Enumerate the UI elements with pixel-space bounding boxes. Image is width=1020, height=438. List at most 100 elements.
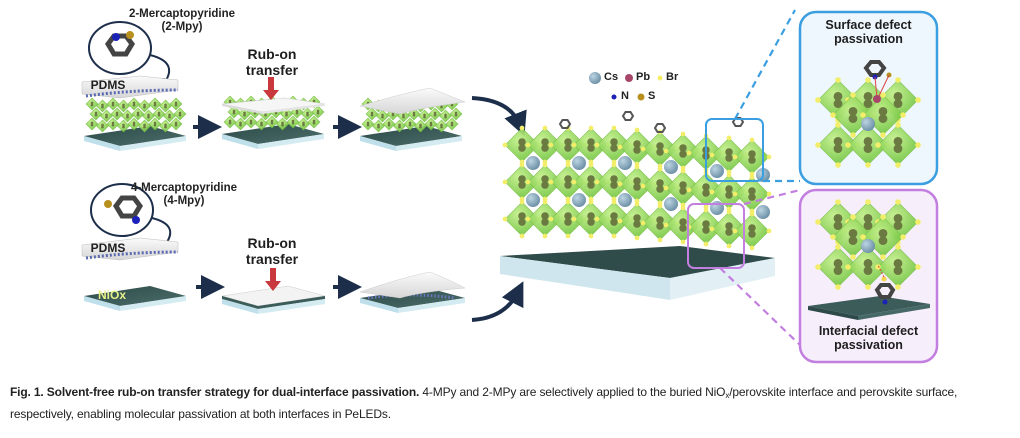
step-label-line2: transfer <box>245 251 299 268</box>
octahedron <box>548 199 588 239</box>
octahedron <box>110 107 124 121</box>
octahedron <box>307 115 321 129</box>
inset-substrate <box>808 296 930 320</box>
octahedron <box>244 115 258 129</box>
octahedron <box>255 117 268 131</box>
step-label-line1: Rub-on <box>247 46 297 62</box>
caption-text-1: 4-MPy and 2-MPy are selectively applied … <box>419 385 726 399</box>
octahedron <box>428 107 442 121</box>
octahedron <box>435 119 448 133</box>
step-label-line1: Rub-on <box>247 235 297 251</box>
caption-subscript: x <box>725 391 730 400</box>
octahedron <box>361 117 375 131</box>
octahedron <box>169 117 183 131</box>
cs-atom <box>664 197 678 211</box>
octahedron <box>148 97 162 111</box>
molecule-abbrev: (4-Mpy) <box>163 195 205 208</box>
pyridine-ring-icon <box>104 195 144 224</box>
octahedron <box>311 105 325 119</box>
cs-atom <box>618 193 632 207</box>
octahedron <box>297 117 310 131</box>
cs-atom <box>618 156 632 170</box>
cs-atom <box>710 164 724 178</box>
rub-on-transfer-label-bottom: Rub-on transfer <box>236 235 308 267</box>
octahedron <box>414 119 427 133</box>
cs-atom <box>756 205 770 219</box>
cs-atom <box>572 193 586 207</box>
pyridine-ring-icon <box>863 60 892 99</box>
zoom-connector-line <box>734 9 796 120</box>
octahedron <box>617 164 657 204</box>
octahedron <box>663 205 703 245</box>
cs-atom <box>526 156 540 170</box>
zoom-connector-line <box>743 188 801 206</box>
octahedron <box>265 115 279 129</box>
octahedron <box>709 172 749 212</box>
octahedron <box>106 117 120 131</box>
caption-title: Fig. 1. Solvent-free rub-on transfer str… <box>10 385 420 399</box>
octahedron <box>875 122 921 168</box>
octahedron <box>709 135 749 175</box>
octahedron <box>372 119 385 133</box>
step-label-line2: transfer <box>245 62 299 79</box>
caption-text-2: /perovskite interface and perovskite sur… <box>10 385 958 421</box>
surface-zoom-box <box>705 118 764 182</box>
inset-title-line2: passivation <box>834 32 903 47</box>
octahedron <box>148 117 162 131</box>
octahedron <box>382 117 396 131</box>
octahedron <box>276 117 289 131</box>
octahedron <box>286 115 300 129</box>
inset-title-line2: passivation <box>834 338 903 353</box>
octahedron <box>439 109 452 123</box>
octahedron <box>117 119 130 133</box>
pyridine-molecule-icon <box>558 119 572 129</box>
octahedron <box>96 119 109 133</box>
octahedron <box>117 99 130 113</box>
zoom-connector-line <box>719 267 801 346</box>
perovskite-lattice <box>502 111 772 251</box>
perovskite-film-1 <box>84 97 187 151</box>
bottom-row-process <box>81 183 524 322</box>
atom-legend <box>589 72 663 101</box>
legend-swatch-br <box>657 75 663 81</box>
niox-substrate-with-molecules <box>359 271 466 313</box>
molecule-name: 4-Mercaptopyridine <box>130 182 238 194</box>
molecule-name: 2-Mercaptopyridine <box>128 8 236 20</box>
octahedron <box>89 107 103 121</box>
octahedron <box>424 117 438 131</box>
octahedron <box>502 125 542 165</box>
octahedron <box>100 109 113 123</box>
legend-label-pb: Pb <box>636 71 651 83</box>
pdms-stamp-top <box>81 75 179 99</box>
octahedron <box>594 125 634 165</box>
pdms-peeling-top <box>359 87 466 115</box>
legend-label-br: Br <box>666 71 679 83</box>
octahedron <box>173 107 187 121</box>
octahedron <box>449 107 463 121</box>
octahedron <box>640 166 680 206</box>
press-arrow-icon <box>263 77 279 100</box>
octahedron <box>131 107 145 121</box>
cs-atom <box>526 193 540 207</box>
octahedron <box>376 109 389 123</box>
octahedron <box>594 162 634 202</box>
octahedron <box>138 119 151 133</box>
4-mpy-molecule-bubble <box>90 183 172 254</box>
interface-passivation-inset <box>798 188 939 364</box>
octahedron <box>445 117 459 131</box>
cs-atom <box>572 156 586 170</box>
octahedron <box>223 115 237 129</box>
octahedron <box>875 244 921 290</box>
octahedron <box>403 117 417 131</box>
pyridine-molecule-icon <box>621 111 635 121</box>
niox-label: NiOx <box>97 288 126 302</box>
schematic-illustration <box>81 9 939 364</box>
pdms-label-bottom: PDMS <box>90 241 126 255</box>
pdms-pressed-top <box>221 97 326 114</box>
octahedron <box>152 107 166 121</box>
octahedron <box>85 97 99 111</box>
2-mpy-molecule-bubble <box>88 21 170 90</box>
cs-atom <box>664 160 678 174</box>
octahedron <box>663 168 703 208</box>
inset-title-line1: Surface defect <box>825 18 912 32</box>
